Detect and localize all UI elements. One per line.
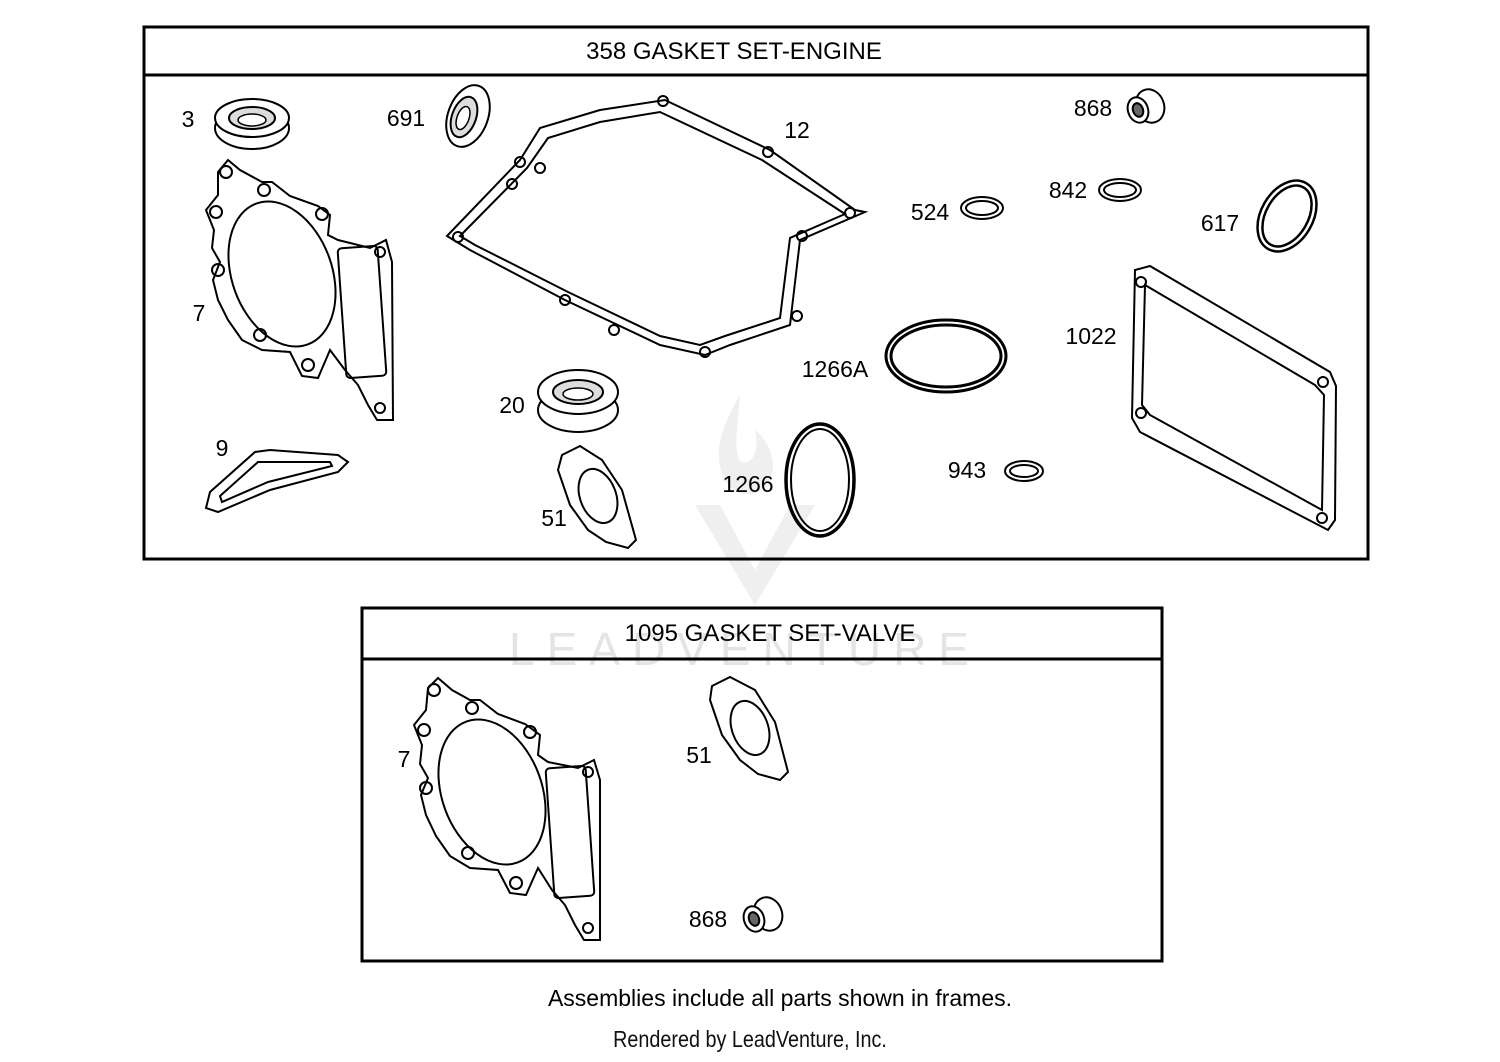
part-label-1022: 1022	[1065, 323, 1116, 349]
part-524-ring[interactable]	[960, 196, 1004, 220]
part-label-12: 12	[784, 117, 810, 143]
part-label-868: 868	[689, 906, 727, 932]
part-1022-rocker-cover-gasket[interactable]	[1130, 264, 1338, 532]
part-842-ring[interactable]	[1098, 178, 1142, 202]
watermark-text: LEADVENTURE	[509, 623, 981, 675]
watermark-flame-icon	[718, 395, 773, 495]
part-label-7: 7	[193, 300, 206, 326]
part-3-oil-seal[interactable]	[214, 98, 290, 150]
part-7-cylinder-head-gasket[interactable]	[412, 676, 601, 941]
part-868-valve-seal[interactable]	[1124, 85, 1169, 127]
part-691-oil-seal[interactable]	[438, 79, 497, 153]
rendered-by-credit: Rendered by LeadVenture, Inc.	[613, 1026, 887, 1052]
frame-title: 358 GASKET SET-ENGINE	[586, 38, 882, 65]
part-7-cylinder-head-gasket[interactable]	[204, 158, 395, 421]
part-label-7: 7	[398, 746, 411, 772]
part-label-842: 842	[1049, 177, 1087, 203]
part-label-524: 524	[911, 199, 950, 225]
part-868-valve-seal[interactable]	[740, 893, 787, 935]
part-1266-o-ring[interactable]	[784, 422, 856, 538]
part-943-ring[interactable]	[1004, 460, 1044, 482]
frame-title: 1095 GASKET SET-VALVE	[625, 620, 916, 647]
watermark-v-icon	[695, 505, 815, 605]
part-1266a-o-ring[interactable]	[884, 318, 1008, 394]
part-51-intake-gasket[interactable]	[556, 444, 638, 550]
part-label-943: 943	[948, 457, 986, 483]
assemblies-note: Assemblies include all parts shown in fr…	[547, 985, 1013, 1011]
part-label-9: 9	[216, 435, 229, 461]
part-label-20: 20	[499, 392, 525, 418]
part-51-intake-gasket[interactable]	[708, 675, 790, 782]
part-label-1266a: 1266A	[802, 356, 869, 382]
part-9-gasket[interactable]	[204, 448, 350, 514]
part-12-crankcase-gasket[interactable]	[445, 95, 869, 358]
part-label-3: 3	[182, 106, 195, 132]
part-label-617: 617	[1201, 210, 1239, 236]
part-617-o-ring[interactable]	[1245, 170, 1328, 262]
part-label-51: 51	[686, 742, 712, 768]
part-label-51: 51	[541, 505, 567, 531]
part-label-1266: 1266	[722, 471, 773, 497]
part-label-691: 691	[387, 105, 425, 131]
watermark: LEADVENTURE	[509, 395, 981, 675]
frame-gasket-set-engine: 358 GASKET SET-ENGINE 3 691	[142, 25, 1370, 561]
frame-gasket-set-valve: 1095 GASKET SET-VALVE 7 51	[360, 606, 1164, 963]
part-label-868: 868	[1074, 95, 1112, 121]
part-20-oil-seal[interactable]	[537, 369, 619, 433]
